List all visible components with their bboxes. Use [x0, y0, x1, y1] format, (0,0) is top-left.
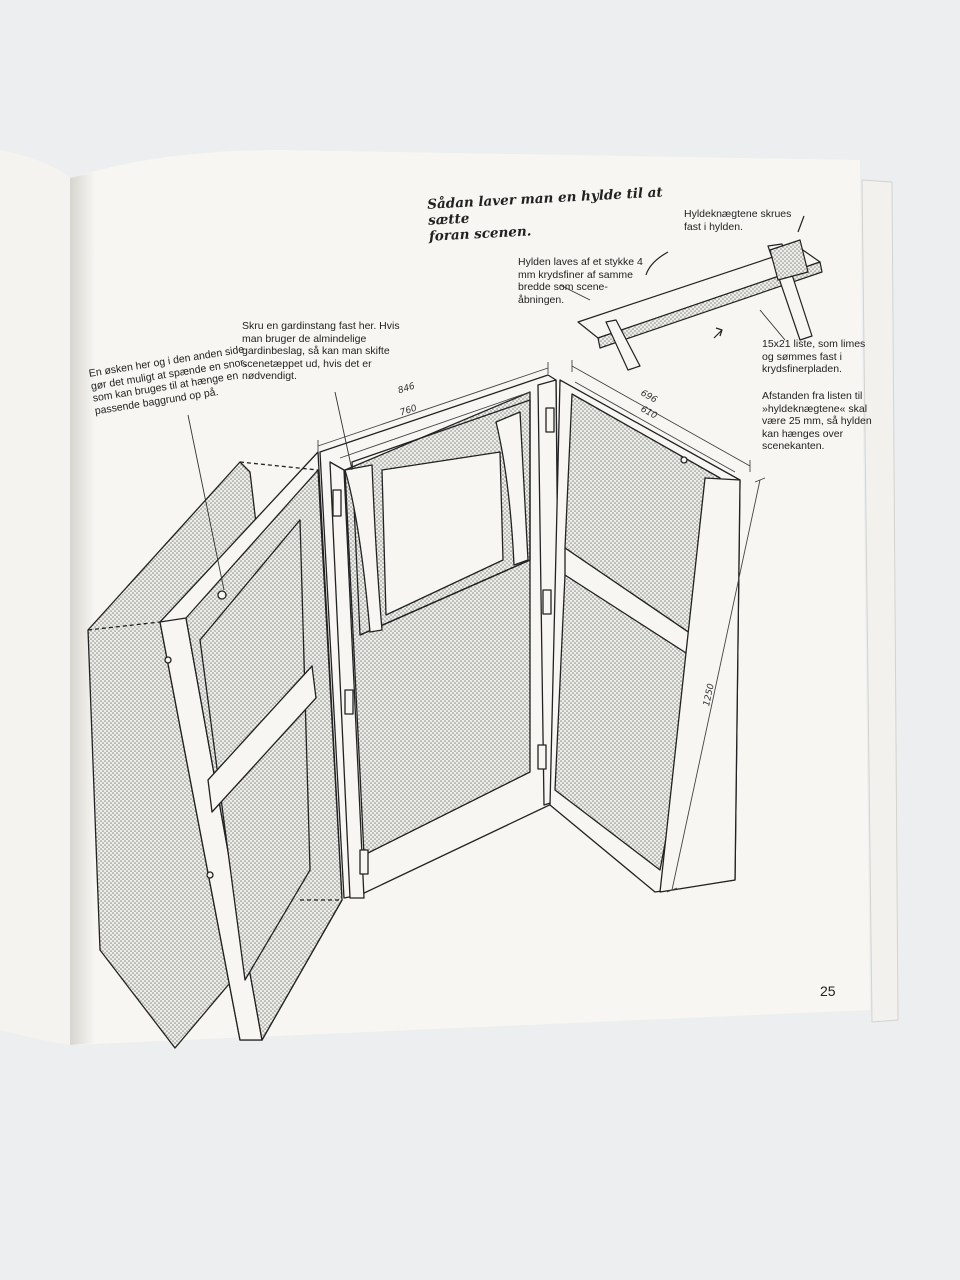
front-panel: [319, 374, 561, 899]
shelf-detail: [577, 215, 823, 371]
left-panel: [87, 451, 343, 1049]
note-curtain-rod: Skru en gardinstang fast her. Hvis man b…: [242, 320, 400, 382]
leader-lines: [187, 284, 786, 591]
note-distance: Afstanden fra listen til »hyldeknægtene«…: [762, 390, 872, 452]
page-number: 25: [820, 983, 836, 999]
left-page: [0, 150, 70, 1045]
note-plywood: Hylden laves af et stykke 4 mm krydsfine…: [518, 256, 643, 306]
note-hinges: Hyldeknægtene skrues fast i hylden.: [684, 208, 792, 233]
right-panel: [549, 379, 741, 893]
note-strip: 15x21 liste, som limes og sømmes fast i …: [762, 338, 866, 375]
dimension-lines: [317, 360, 766, 893]
page-stack: [861, 179, 899, 1023]
